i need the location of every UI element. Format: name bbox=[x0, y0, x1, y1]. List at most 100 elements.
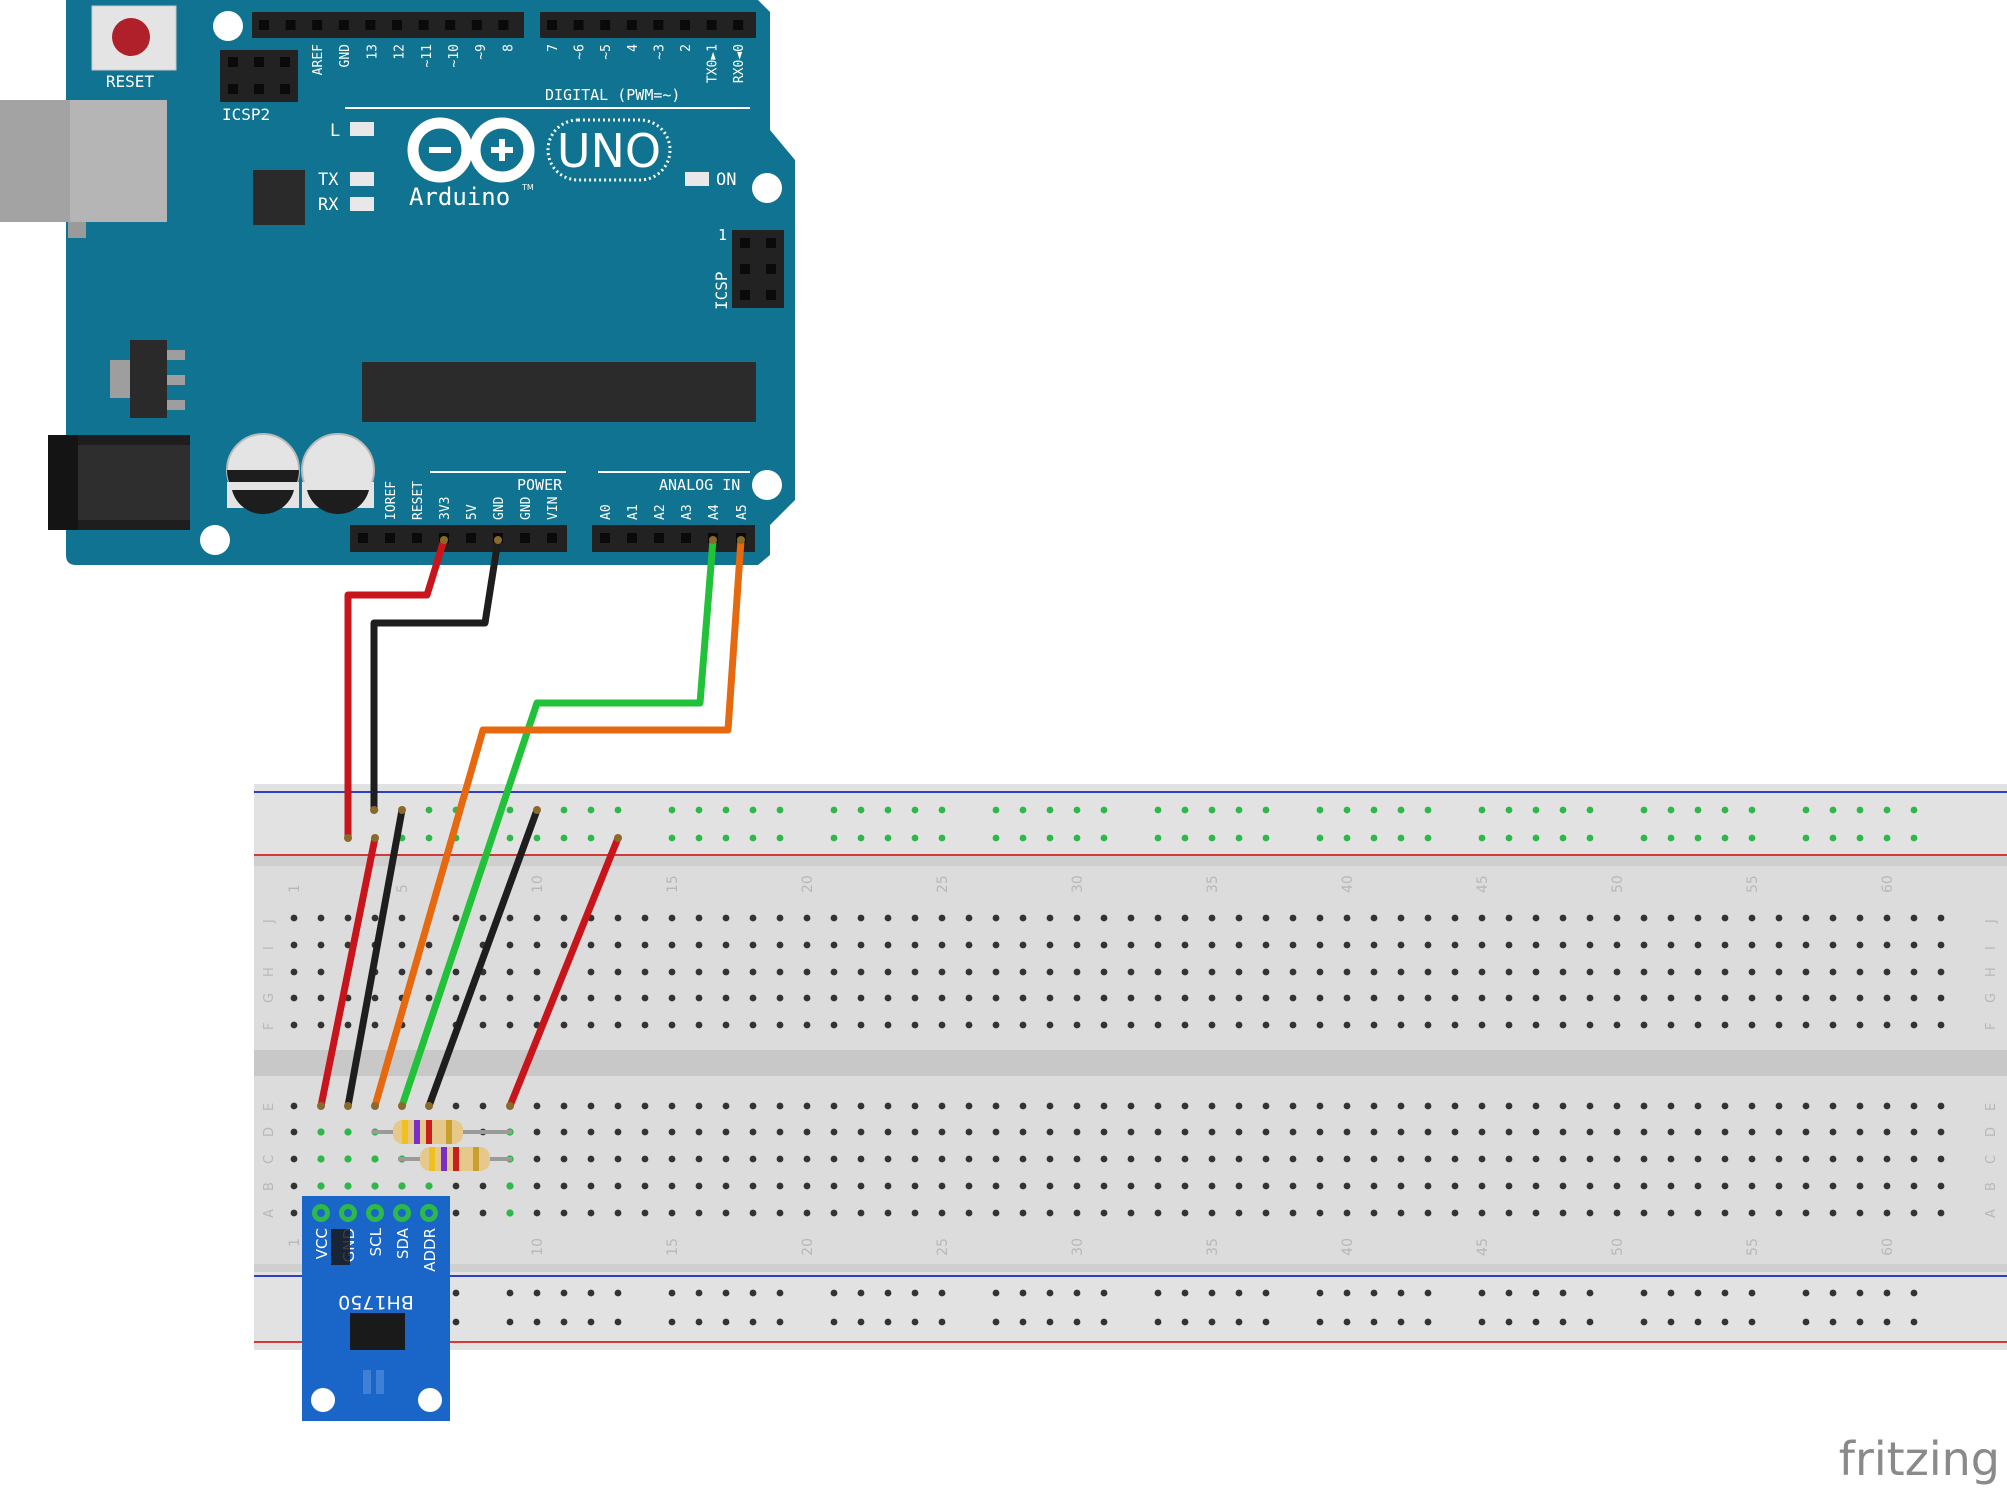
rail-hole bbox=[1100, 806, 1108, 814]
breadboard-hole bbox=[668, 1102, 676, 1110]
breadboard-holes bbox=[290, 914, 1945, 1217]
rail-hole bbox=[587, 806, 595, 814]
breadboard-hole bbox=[1235, 914, 1243, 922]
breadboard-hole bbox=[1451, 994, 1459, 1002]
rail-hole bbox=[1397, 834, 1405, 842]
breadboard-hole bbox=[1586, 968, 1594, 976]
led-on bbox=[685, 172, 709, 186]
breadboard-hole bbox=[884, 1155, 892, 1163]
breadboard-hole bbox=[776, 994, 784, 1002]
rail-hole bbox=[1586, 806, 1594, 814]
breadboard-hole bbox=[1937, 1128, 1945, 1136]
breadboard-hole bbox=[938, 1209, 946, 1217]
breadboard-rail-gap-top bbox=[254, 856, 2007, 866]
breadboard-hole bbox=[1748, 994, 1756, 1002]
breadboard-hole bbox=[1127, 1128, 1135, 1136]
breadboard-hole bbox=[1424, 1102, 1432, 1110]
breadboard-hole bbox=[1100, 1155, 1108, 1163]
rail-hole bbox=[776, 834, 784, 842]
breadboard-hole bbox=[1856, 1102, 1864, 1110]
breadboard-hole bbox=[290, 1021, 298, 1029]
breadboard-hole bbox=[1235, 968, 1243, 976]
breadboard-hole bbox=[641, 1102, 649, 1110]
rail-hole bbox=[587, 1318, 595, 1326]
rail-hole bbox=[1262, 806, 1270, 814]
sensor-pin-label: ADDR bbox=[421, 1228, 439, 1272]
breadboard-hole bbox=[749, 1182, 757, 1190]
regulator-lead bbox=[167, 375, 185, 385]
breadboard-hole bbox=[830, 914, 838, 922]
breadboard-hole bbox=[992, 941, 1000, 949]
rail-hole bbox=[1235, 806, 1243, 814]
rail-hole bbox=[1262, 1289, 1270, 1297]
capacitor bbox=[226, 433, 300, 515]
breadboard-hole bbox=[1073, 968, 1081, 976]
breadboard-hole bbox=[290, 1182, 298, 1190]
rail-hole bbox=[857, 1289, 865, 1297]
breadboard-hole bbox=[1019, 941, 1027, 949]
rail-hole bbox=[938, 1318, 946, 1326]
breadboard-hole bbox=[1370, 1102, 1378, 1110]
resistor-2 bbox=[398, 1147, 512, 1171]
breadboard-hole bbox=[1694, 994, 1702, 1002]
breadboard-hole bbox=[857, 1182, 865, 1190]
rail-hole bbox=[1559, 1289, 1567, 1297]
breadboard-hole bbox=[1613, 1209, 1621, 1217]
breadboard-hole bbox=[803, 994, 811, 1002]
breadboard-hole bbox=[506, 968, 514, 976]
digital-pin bbox=[626, 20, 637, 30]
rail-hole bbox=[776, 1318, 784, 1326]
breadboard-hole bbox=[587, 1209, 595, 1217]
rail-hole bbox=[1235, 1318, 1243, 1326]
breadboard-hole bbox=[1451, 968, 1459, 976]
breadboard-hole bbox=[1208, 994, 1216, 1002]
breadboard-hole bbox=[1289, 941, 1297, 949]
reset-button-cap[interactable] bbox=[112, 18, 150, 56]
arduino-brand-label: Arduino bbox=[409, 183, 510, 211]
rail-hole bbox=[695, 834, 703, 842]
breadboard-hole bbox=[1640, 968, 1648, 976]
breadboard-hole bbox=[911, 1209, 919, 1217]
breadboard-hole bbox=[776, 1209, 784, 1217]
rail-hole bbox=[1910, 834, 1918, 842]
breadboard-hole bbox=[911, 1102, 919, 1110]
breadboard-hole bbox=[344, 1021, 352, 1029]
rail-hole bbox=[1019, 1318, 1027, 1326]
breadboard-hole bbox=[695, 1102, 703, 1110]
breadboard-hole bbox=[1127, 1182, 1135, 1190]
digital-pin-label: TX0►1 bbox=[706, 44, 721, 83]
breadboard-hole bbox=[1181, 1182, 1189, 1190]
breadboard-hole bbox=[884, 941, 892, 949]
breadboard-hole bbox=[992, 1155, 1000, 1163]
breadboard-hole bbox=[1370, 1128, 1378, 1136]
rail-hole bbox=[1100, 834, 1108, 842]
breadboard-hole bbox=[1667, 968, 1675, 976]
rail-hole bbox=[1073, 834, 1081, 842]
rail-hole bbox=[1748, 1289, 1756, 1297]
breadboard-hole bbox=[695, 994, 703, 1002]
logo-ring-right bbox=[469, 117, 535, 183]
breadboard-hole bbox=[1883, 914, 1891, 922]
breadboard-hole bbox=[1775, 914, 1783, 922]
breadboard-hole bbox=[1262, 1209, 1270, 1217]
breadboard-hole bbox=[1073, 914, 1081, 922]
rail-hole bbox=[1235, 834, 1243, 842]
breadboard-hole bbox=[1289, 1209, 1297, 1217]
resistors bbox=[372, 1120, 512, 1171]
digital-pin-label: 8 bbox=[501, 44, 516, 52]
breadboard-hole-connected bbox=[317, 1182, 325, 1190]
breadboard-hole bbox=[1883, 1102, 1891, 1110]
breadboard-hole bbox=[803, 1182, 811, 1190]
analog-label: ANALOG IN bbox=[659, 476, 740, 494]
rail-hole bbox=[1640, 1318, 1648, 1326]
breadboard-hole bbox=[1181, 941, 1189, 949]
rail-hole bbox=[1154, 1318, 1162, 1326]
breadboard-hole bbox=[317, 968, 325, 976]
rail-hole bbox=[1748, 806, 1756, 814]
breadboard-hole bbox=[614, 1155, 622, 1163]
digital-pin bbox=[680, 20, 690, 30]
power-pin-label: IOREF bbox=[384, 481, 399, 520]
rail-hole bbox=[1316, 1289, 1324, 1297]
breadboard-hole bbox=[1532, 1128, 1540, 1136]
power-header bbox=[350, 525, 567, 552]
